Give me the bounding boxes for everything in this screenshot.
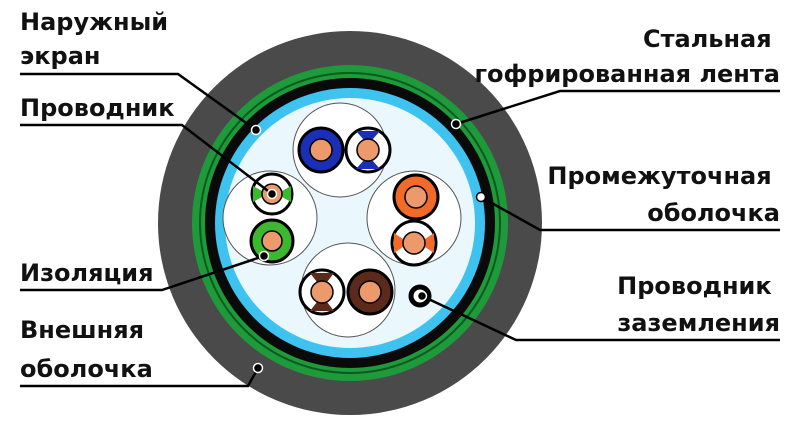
pointer-dot (258, 250, 270, 262)
label-ground-conductor-line2: заземления (617, 309, 780, 337)
brown-stripe (310, 273, 334, 282)
leader-ground-conductor (421, 294, 780, 342)
leader-insulation (20, 254, 265, 292)
label-steel-tape-line2: гофрированная лента (474, 60, 780, 88)
label-ground-conductor: Проводник заземления (617, 272, 780, 337)
label-outer-screen-line1: Наружный (20, 8, 168, 36)
steel-tape-corrugation (199, 72, 501, 374)
label-outer-sheath-line2: оболочка (20, 355, 153, 383)
label-outer-screen: Наружный экран (20, 8, 176, 70)
pointer-dot-white (475, 191, 487, 203)
cable-cross-section (158, 31, 542, 415)
pointer-dot (416, 290, 428, 302)
green-stripe (282, 186, 291, 202)
conductor-copper (309, 138, 333, 162)
conductor-copper (358, 280, 382, 304)
label-insulation-line1: Изоляция (20, 259, 154, 287)
label-steel-tape-line1: Стальная (643, 25, 772, 53)
label-intermediate-sheath-line1: Промежуточная (547, 162, 771, 190)
label-conductor: Проводник (20, 94, 175, 122)
brown-stripe (310, 302, 334, 311)
leader-lines (20, 72, 780, 388)
twisted-pair-blue (297, 126, 392, 174)
label-conductor-line1: Проводник (20, 94, 175, 122)
label-steel-tape: Стальная гофрированная лента (474, 25, 780, 88)
conductor-copper (402, 231, 426, 255)
blue-stripe (356, 160, 380, 169)
twisted-pair-orange (390, 173, 440, 267)
pointer-dot (450, 118, 462, 130)
leader-outer-screen (20, 72, 257, 132)
green-stripe (253, 186, 262, 202)
pointer-dot (266, 188, 278, 200)
label-outer-sheath-line1: Внешняя (20, 316, 144, 344)
labels: Наружный экран Проводник Изоляция Внешня… (20, 8, 780, 383)
leader-outer-sheath (20, 367, 260, 388)
twisted-pair-brown (298, 268, 394, 316)
leader-intermediate-sheath (480, 195, 780, 232)
label-intermediate-sheath: Промежуточная оболочка (547, 162, 780, 227)
orange-stripe (425, 233, 434, 253)
orange-stripe (394, 233, 403, 253)
label-insulation: Изоляция (20, 259, 154, 287)
label-outer-screen-line2: экран (20, 42, 100, 70)
conductor-copper (404, 185, 428, 209)
pointer-dot (250, 124, 262, 136)
label-outer-sheath: Внешняя оболочка (20, 316, 153, 383)
conductor-copper (356, 138, 380, 162)
blue-stripe (356, 131, 380, 140)
label-intermediate-sheath-line2: оболочка (647, 199, 780, 227)
pointer-dot (252, 362, 264, 374)
core-filler (225, 98, 475, 348)
conductor-copper (310, 280, 334, 304)
conductor-copper (261, 230, 283, 252)
label-ground-conductor-line1: Проводник (617, 272, 772, 300)
leader-steel-tape (455, 89, 780, 126)
leader-conductor (20, 123, 273, 195)
